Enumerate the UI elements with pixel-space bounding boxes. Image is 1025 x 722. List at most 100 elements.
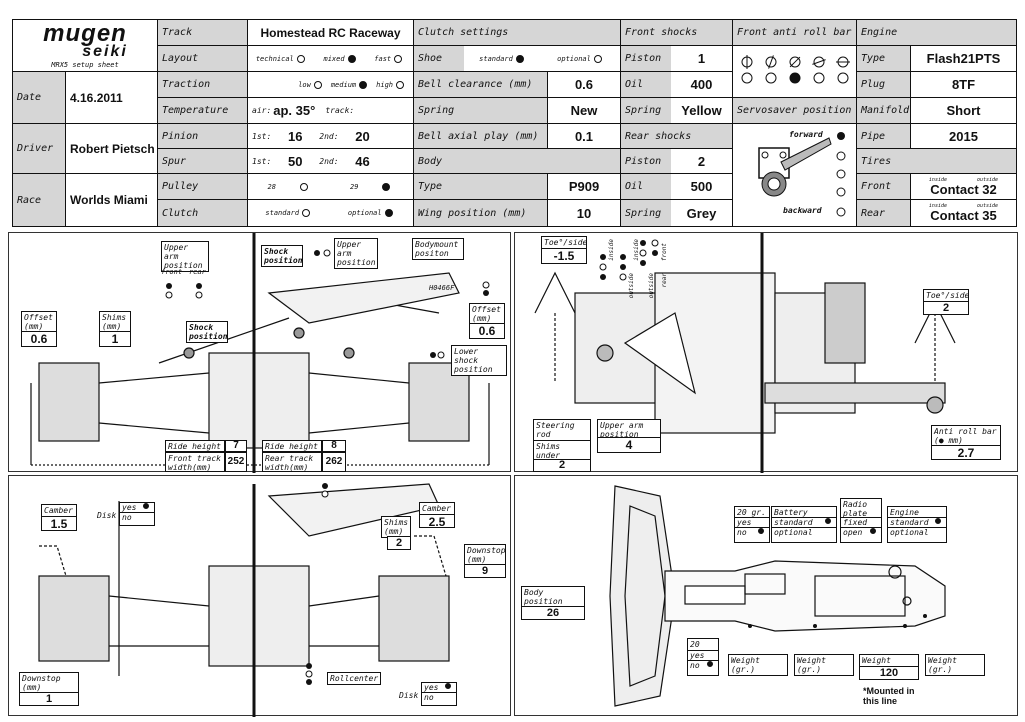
top-tag-inside-1: inside bbox=[608, 239, 615, 261]
traction-label: Traction bbox=[158, 72, 248, 98]
disk-yes-radio[interactable] bbox=[143, 503, 149, 509]
front-spring-value: Yellow bbox=[671, 98, 733, 124]
engine-title: Engine bbox=[857, 20, 1016, 46]
pinion-label: Pinion bbox=[158, 124, 248, 149]
shoe-optional-radio[interactable] bbox=[593, 54, 602, 63]
servosaver-backward: backward bbox=[783, 206, 822, 215]
disk2-label: Disk bbox=[399, 691, 419, 700]
upper-arm-position-label: Upper arm position bbox=[161, 241, 209, 272]
rear-suspension-drawing bbox=[38, 483, 450, 717]
disk-options: yes no bbox=[119, 502, 155, 526]
ride-height-rear-label: Ride height bbox=[262, 440, 322, 452]
front-oil-label: Oil bbox=[621, 72, 671, 98]
traction-low-radio[interactable] bbox=[313, 80, 322, 89]
pulley-29-radio[interactable] bbox=[382, 182, 391, 191]
front-track-label: Front track width(mm) bbox=[165, 452, 225, 472]
engine-standard-radio[interactable] bbox=[935, 518, 941, 524]
rear-spring-value: Grey bbox=[671, 200, 733, 226]
layout-technical-radio[interactable] bbox=[296, 54, 305, 63]
upper-arm-position-right-label: Upper arm position bbox=[334, 238, 378, 269]
ride-height-front-label: Ride height bbox=[165, 440, 225, 452]
engine-type-value: Flash21PTS bbox=[911, 46, 1016, 72]
gr20-top-no-radio[interactable] bbox=[758, 528, 764, 534]
battery-standard-radio[interactable] bbox=[825, 518, 831, 524]
clutch-options: standard optional bbox=[248, 200, 414, 226]
layout-mixed-radio[interactable] bbox=[347, 54, 356, 63]
layout-label: Layout bbox=[158, 46, 248, 72]
engine-mount-options: standard optional bbox=[887, 517, 947, 543]
race-value: Worlds Miami bbox=[66, 174, 158, 226]
front-suspension-drawing bbox=[30, 233, 490, 473]
shims-under-value: 2 bbox=[533, 459, 591, 472]
arb-dot[interactable] bbox=[813, 72, 825, 83]
arb-dot[interactable] bbox=[789, 72, 801, 83]
race-label: Race bbox=[13, 174, 66, 226]
gr20-bottom-no-radio[interactable] bbox=[707, 661, 713, 667]
arb-dot-stroke bbox=[789, 56, 801, 67]
spur-second: 46 bbox=[355, 153, 370, 169]
front-oil-value: 400 bbox=[671, 72, 733, 98]
arb-dot[interactable] bbox=[765, 72, 777, 83]
front-suspension-panel: Upper arm position front rear Offset (mm… bbox=[8, 232, 511, 473]
front-spring-label: Spring bbox=[621, 98, 671, 124]
ride-height-rear-value: 8 bbox=[322, 440, 346, 452]
clutch-spring-label: Spring bbox=[414, 98, 548, 124]
traction-options: low medium high bbox=[248, 72, 414, 98]
arb-dot[interactable] bbox=[837, 72, 849, 83]
rear-label: rear bbox=[189, 268, 206, 276]
toe-right-value: 2 bbox=[923, 301, 969, 315]
traction-high-radio[interactable] bbox=[396, 80, 404, 89]
traction-medium-radio[interactable] bbox=[359, 80, 368, 89]
front-tire-label: Front bbox=[857, 174, 911, 200]
weight-label-1: Weight (gr.) bbox=[728, 654, 788, 676]
downstop-left-label: Downstop (mm) bbox=[19, 672, 79, 694]
arb-dot[interactable] bbox=[741, 72, 753, 83]
rear-piston-value: 2 bbox=[671, 149, 733, 174]
shoe-standard-radio[interactable] bbox=[515, 54, 524, 63]
clutch-label: Clutch bbox=[158, 200, 248, 226]
front-track-value: 252 bbox=[225, 452, 247, 472]
clutch-optional-radio[interactable] bbox=[384, 209, 393, 217]
radio-open-radio[interactable] bbox=[870, 528, 876, 534]
front-piston-value: 1 bbox=[671, 46, 733, 72]
offset-left-label: Offset (mm) bbox=[21, 311, 57, 333]
lower-shock-label: Lower shock position bbox=[451, 345, 507, 376]
front-label: front bbox=[161, 268, 183, 276]
logo-bottom: seiki bbox=[82, 42, 128, 60]
arb-dots bbox=[741, 54, 850, 83]
battery-mount-options: standard optional bbox=[771, 517, 837, 543]
rollcenter-label: Rollcenter bbox=[327, 672, 381, 685]
logo-top: mugen bbox=[43, 20, 127, 47]
offset-right-label: Offset (mm) bbox=[469, 303, 505, 325]
shock-position-left: Shock position bbox=[186, 321, 228, 343]
top-view-panel: Toe°/side -1.5 inside outside inside out… bbox=[514, 232, 1018, 473]
rear-shims-value: 2 bbox=[387, 536, 411, 550]
toe-left-value: -1.5 bbox=[541, 248, 587, 264]
tires-title: Tires bbox=[857, 149, 1016, 174]
pulley-label: Pulley bbox=[158, 174, 248, 200]
shoe-options: standard optional bbox=[464, 46, 621, 72]
logo: mugen seiki MRX5 setup sheet bbox=[13, 20, 158, 72]
clutch-standard-radio[interactable] bbox=[302, 209, 311, 217]
weight-label-2: Weight (gr.) bbox=[794, 654, 854, 676]
disk2-options: yes no bbox=[421, 682, 457, 706]
camber-left-value: 1.5 bbox=[41, 516, 77, 531]
track-label: Track bbox=[158, 20, 248, 46]
pulley-28-radio[interactable] bbox=[299, 182, 308, 191]
air-temperature: ap. 35° bbox=[273, 103, 316, 118]
bell-clearance-label: Bell clearance (mm) bbox=[414, 72, 548, 98]
wing-value: 10 bbox=[548, 200, 621, 226]
chassis-panel: Body position (mm) 26 20 gr. yes no Batt… bbox=[514, 475, 1018, 716]
mounted-note: *Mounted in this line bbox=[863, 686, 915, 706]
layout-fast-radio[interactable] bbox=[394, 54, 403, 63]
disk2-yes-radio[interactable] bbox=[445, 683, 451, 689]
offset-right-value: 0.6 bbox=[469, 323, 505, 339]
ride-height-front-value: 7 bbox=[225, 440, 247, 452]
clutch-spring-value: New bbox=[548, 98, 621, 124]
top-tag-rear: rear bbox=[661, 273, 668, 288]
downstop-right-value: 9 bbox=[464, 564, 506, 578]
pinion-second: 20 bbox=[355, 128, 370, 144]
date-label: Date bbox=[13, 72, 66, 124]
top-tag-front: front bbox=[661, 243, 668, 262]
driver-label: Driver bbox=[13, 124, 66, 174]
